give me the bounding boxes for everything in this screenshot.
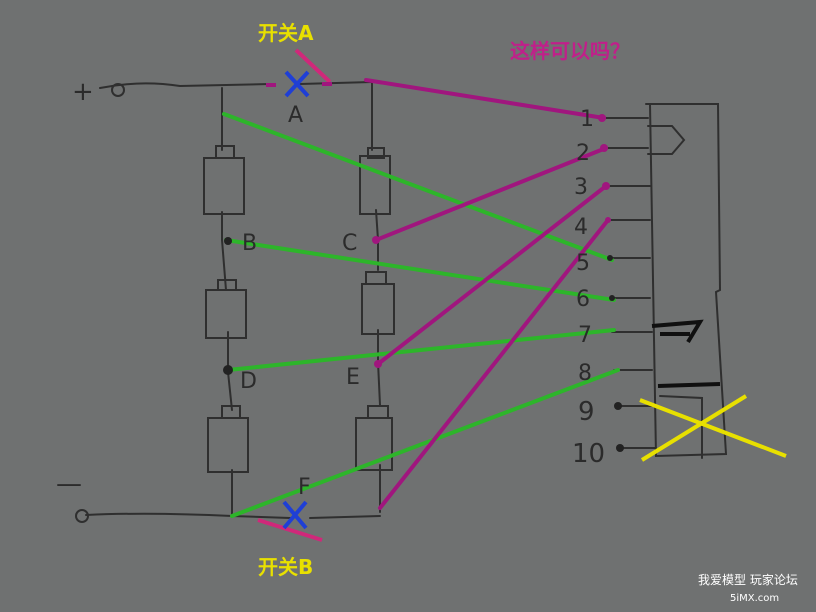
node-dot-c (372, 236, 380, 244)
pin-label-8: 8 (578, 361, 592, 386)
magenta-wire-4 (378, 218, 610, 510)
pin-dot-4 (605, 217, 611, 223)
node-label-f: F (298, 475, 311, 500)
cell-left-3-cap (221, 405, 241, 419)
cell-right-1 (359, 155, 391, 215)
pin-label-1: 1 (580, 107, 594, 132)
black-markers (651, 319, 721, 388)
magenta-wires (364, 78, 610, 510)
pin-dot-10 (616, 444, 624, 452)
node-dot-d (223, 365, 233, 375)
green-wire-4 (230, 368, 620, 518)
pin-label-4: 4 (574, 215, 588, 240)
cell-right-1-cap (367, 147, 385, 159)
receiver-arrow-mark (651, 319, 704, 344)
watermark-forum: 我爱模型 玩家论坛 (698, 572, 798, 587)
pencil-circuit (75, 81, 728, 523)
switch-b-lever (257, 518, 323, 542)
pin-dot-6 (609, 295, 615, 301)
bottom-rail (85, 512, 381, 519)
node-dot-b (224, 237, 232, 245)
switch-a-x-mark (284, 70, 310, 98)
magenta-wire-2 (374, 146, 608, 242)
switch-b-label: 开关B (258, 555, 313, 579)
pin-dot-1 (598, 114, 606, 122)
switch-a-label: 开关A (258, 21, 314, 45)
pin-labels: 1 2 3 4 5 6 7 8 9 10 (572, 107, 605, 469)
pin-label-9: 9 (578, 397, 595, 427)
node-label-e: E (346, 365, 360, 390)
pin-label-5: 5 (576, 251, 590, 276)
node-dot-e (374, 360, 382, 368)
switch-b-x-mark (282, 500, 308, 530)
switch-b (257, 500, 323, 542)
magenta-wire-3 (376, 184, 608, 366)
receiver-bracket (647, 125, 686, 155)
connection-dots (223, 114, 624, 452)
pin-label-10: 10 (572, 439, 605, 469)
minus-terminal-circle (75, 509, 89, 523)
watermark-site: 5iMX.com (730, 593, 779, 604)
yellow-x-mark (639, 394, 787, 462)
minus-terminal-label: — (56, 469, 82, 499)
cell-right-3-cap (367, 405, 389, 419)
plus-terminal-label: + (72, 77, 94, 107)
green-wire-1 (222, 112, 614, 262)
top-rail (99, 81, 373, 89)
pin-label-6: 6 (576, 287, 590, 312)
pin-stubs (603, 117, 657, 449)
pin-label-2: 2 (576, 141, 590, 166)
pin-dot-5 (607, 255, 613, 261)
question-text: 这样可以吗？ (510, 39, 630, 63)
pin-label-7: 7 (578, 323, 592, 348)
left-branch-wire (221, 87, 233, 517)
node-label-c: C (342, 231, 357, 256)
node-label-a: A (288, 103, 303, 128)
receiver-bar-mark (657, 382, 721, 388)
cell-left-2-cap (217, 279, 237, 291)
switch-a-lever (294, 48, 332, 84)
cell-left-1-cap (215, 145, 235, 159)
switch-a (266, 48, 332, 98)
green-wire-2 (224, 238, 616, 302)
green-wire-3 (226, 328, 616, 372)
receiver-box (645, 103, 728, 458)
green-wires (222, 112, 620, 518)
node-label-b: B (242, 231, 257, 256)
pin-dot-2 (600, 144, 608, 152)
pin-dot-3 (602, 182, 610, 190)
plus-terminal-circle (111, 83, 125, 97)
magenta-wire-1 (364, 78, 606, 120)
receiver-lower-box (659, 395, 703, 459)
pin-label-3: 3 (574, 175, 588, 200)
pin-dot-9 (614, 402, 622, 410)
node-label-d: D (240, 369, 257, 394)
cell-right-2-cap (365, 271, 387, 285)
